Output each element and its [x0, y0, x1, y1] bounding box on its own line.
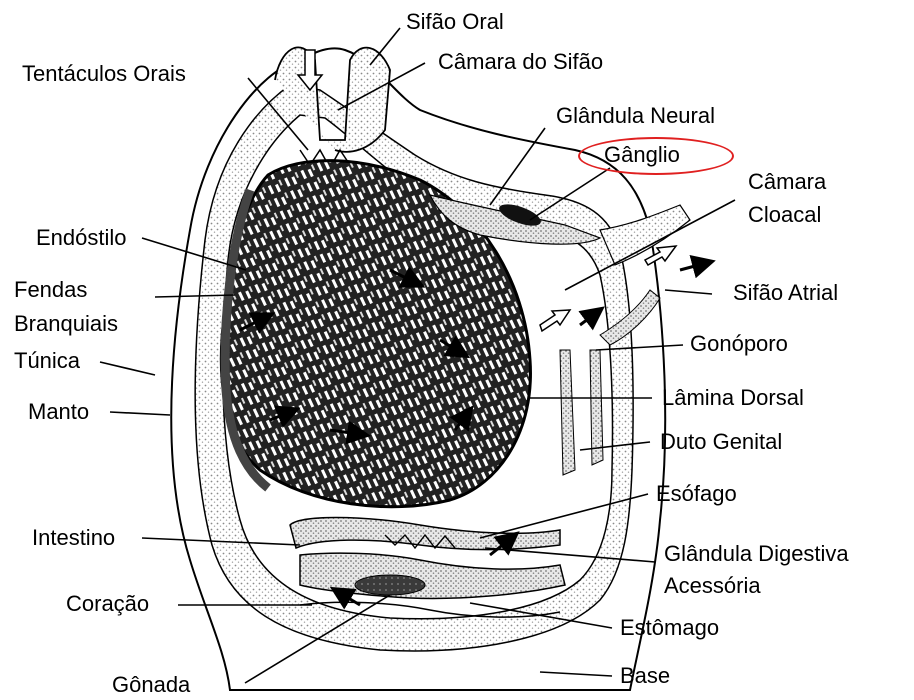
label-gonada: Gônada [112, 673, 190, 697]
label-glandula-digestiva-line2: Acessória [664, 574, 761, 598]
label-tentaculos-orais: Tentáculos Orais [22, 62, 186, 86]
label-duto-genital: Duto Genital [660, 430, 782, 454]
label-base: Base [620, 664, 670, 688]
label-intestino: Intestino [32, 526, 115, 550]
label-camara-cloacal-line1: Câmara [748, 170, 826, 194]
label-esofago: Esófago [656, 482, 737, 506]
label-camara-cloacal-line2: Cloacal [748, 203, 821, 227]
label-fendas-line2: Branquiais [14, 312, 118, 336]
label-endostilo: Endóstilo [36, 226, 127, 250]
label-camara-do-sifao: Câmara do Sifão [438, 50, 603, 74]
label-gonoporo: Gonóporo [690, 332, 788, 356]
label-tunica: Túnica [14, 349, 80, 373]
label-glandula-neural: Glândula Neural [556, 104, 715, 128]
label-coracao: Coração [66, 592, 149, 616]
label-manto: Manto [28, 400, 89, 424]
label-lamina-dorsal: Lâmina Dorsal [662, 386, 804, 410]
label-glandula-digestiva-line1: Glândula Digestiva [664, 542, 849, 566]
label-estomago: Estômago [620, 616, 719, 640]
label-sifao-oral: Sifão Oral [406, 10, 504, 34]
label-ganglio: Gânglio [604, 143, 680, 167]
label-sifao-atrial: Sifão Atrial [733, 281, 838, 305]
label-fendas-line1: Fendas [14, 278, 87, 302]
gonad-shape [355, 575, 425, 595]
